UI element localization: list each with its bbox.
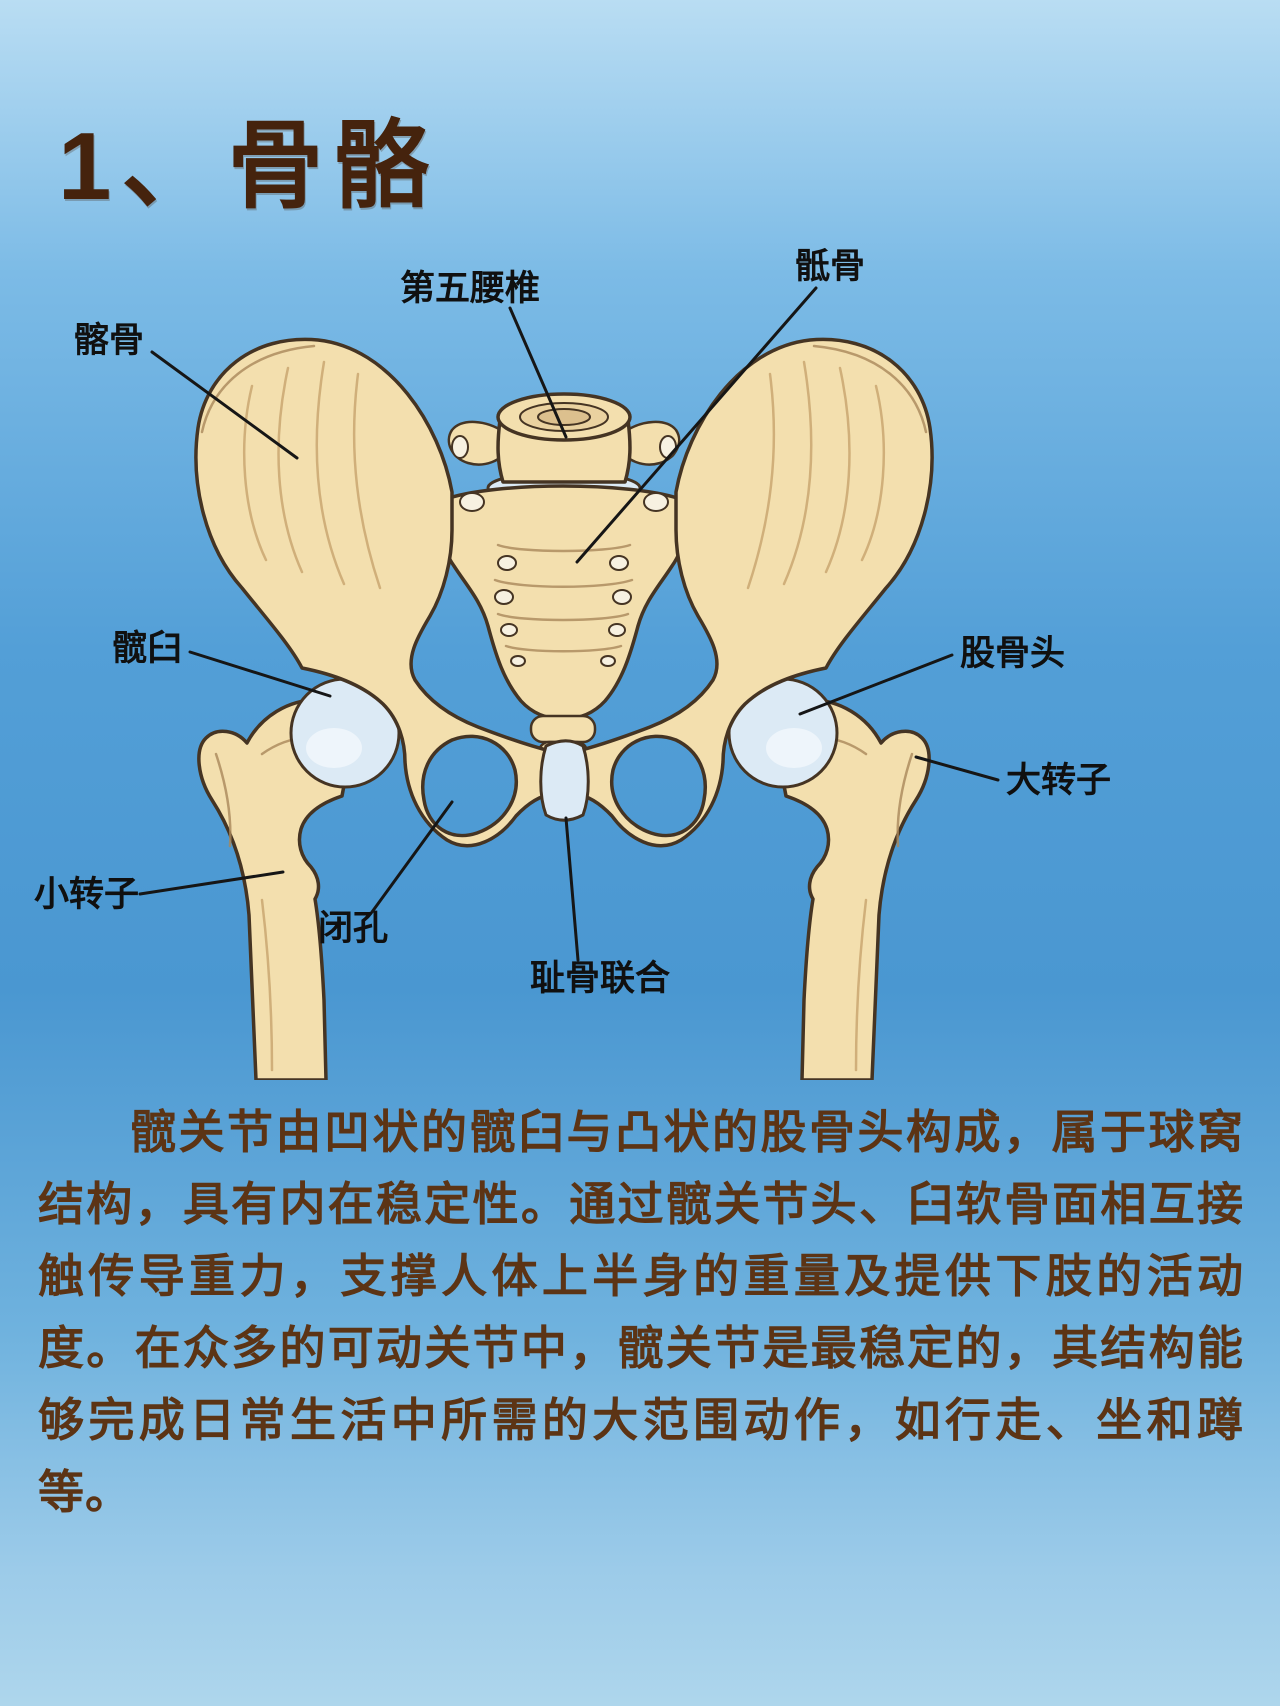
pubic-symphysis-cartilage xyxy=(539,739,590,822)
leader-acetabulum xyxy=(188,650,332,698)
leader-ilium xyxy=(150,350,299,460)
label-obturator-foramen: 闭孔 xyxy=(318,909,388,948)
label-pubic-symphysis: 耻骨联合 xyxy=(530,959,670,998)
sacrum-bone xyxy=(437,484,689,721)
leader-lines xyxy=(138,286,1000,962)
leader-sacrum xyxy=(575,286,818,564)
label-acetabulum: 髋臼 xyxy=(112,629,182,668)
label-lesser-trochanter: 小转子 xyxy=(34,875,139,914)
leader-femoral-head xyxy=(798,653,954,716)
pelvis-anatomy-diagram: 髂骨 第五腰椎 骶骨 髋臼 股骨头 大转子 小转子 闭孔 耻骨联合 xyxy=(34,247,1111,1080)
label-fifth-lumbar-vertebra: 第五腰椎 xyxy=(400,269,540,308)
leader-lesser-trochanter xyxy=(138,870,285,896)
label-greater-trochanter: 大转子 xyxy=(1006,761,1111,800)
label-femoral-head: 股骨头 xyxy=(960,634,1065,673)
femoral-head-left xyxy=(289,677,401,789)
diagram-labels: 髂骨 第五腰椎 骶骨 髋臼 股骨头 大转子 小转子 闭孔 耻骨联合 xyxy=(34,247,1111,998)
leader-pubic-symphysis xyxy=(564,816,580,962)
page-title: 1、骨骼 xyxy=(58,113,440,220)
leader-fifth-lumbar xyxy=(508,306,568,439)
hip-bone xyxy=(194,337,556,848)
leader-greater-trochanter xyxy=(914,755,1000,782)
label-ilium: 髂骨 xyxy=(74,321,144,360)
leader-obturator-foramen xyxy=(370,800,454,914)
body-paragraph: 髋关节由凹状的髋臼与凸状的股骨头构成，属于球窝结构，具有内在稳定性。通过髋关节头… xyxy=(38,1106,1244,1518)
fifth-lumbar-vertebra-bone xyxy=(447,392,681,484)
label-sacrum: 骶骨 xyxy=(795,247,865,286)
